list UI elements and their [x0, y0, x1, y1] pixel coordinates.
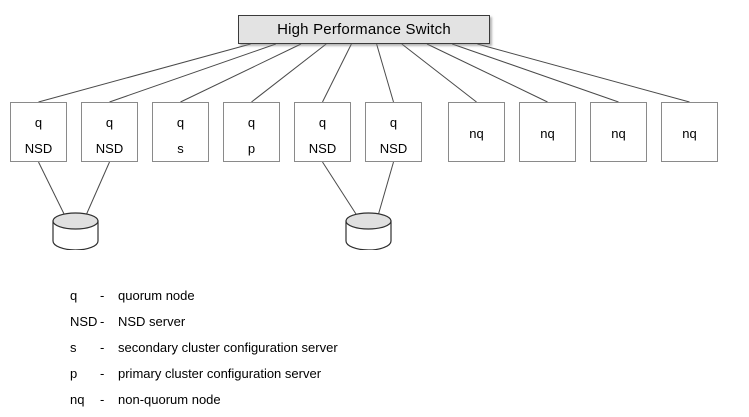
- node-label-primary: nq: [682, 126, 697, 141]
- switch-to-node-9: [452, 43, 619, 103]
- disk-disk-2: [345, 212, 392, 251]
- legend-row: q -quorum node: [70, 288, 338, 314]
- legend-description: primary cluster configuration server: [118, 366, 322, 381]
- legend-key: p: [70, 366, 78, 381]
- node-label-primary: q: [34, 115, 43, 130]
- legend-dash: -: [100, 288, 105, 303]
- legend-description: quorum node: [118, 288, 195, 303]
- high-performance-switch: High Performance Switch: [238, 15, 490, 44]
- legend-row: p -primary cluster configuration server: [70, 366, 338, 392]
- node-box-node-10: nq: [661, 102, 718, 162]
- node-label-primary: nq: [469, 126, 484, 141]
- node-label-secondary: NSD: [24, 141, 53, 156]
- switch-to-node-8: [426, 43, 548, 103]
- legend-key: q: [70, 288, 78, 303]
- node-label-primary: nq: [540, 126, 555, 141]
- switch-to-node-3: [180, 43, 302, 103]
- legend-description: non-quorum node: [118, 392, 221, 407]
- legend-dash: -: [100, 314, 105, 329]
- node-box-node-9: nq: [590, 102, 647, 162]
- switch-to-node-6: [376, 43, 394, 103]
- switch-to-node-1: [38, 43, 251, 103]
- legend-dash: -: [100, 340, 105, 355]
- switch-to-node-7: [401, 43, 477, 103]
- switch-to-node-2: [109, 43, 276, 103]
- node-label-secondary: s: [177, 141, 184, 156]
- legend-row: nq-non-quorum node: [70, 392, 338, 417]
- node-box-node-8: nq: [519, 102, 576, 162]
- switch-to-node-4: [251, 43, 327, 103]
- legend-row: s -secondary cluster configuration server: [70, 340, 338, 366]
- legend-key: NSD: [70, 314, 98, 329]
- node-label-primary: q: [176, 115, 185, 130]
- legend-key: s: [70, 340, 77, 355]
- legend-dash: -: [100, 366, 105, 381]
- switch-label: High Performance Switch: [277, 21, 451, 38]
- node-label-primary: q: [318, 115, 327, 130]
- node-label-secondary: NSD: [95, 141, 124, 156]
- legend-row: NSD-NSD server: [70, 314, 338, 340]
- node-label-secondary: NSD: [379, 141, 408, 156]
- legend-key: nq: [70, 392, 85, 407]
- legend-description: NSD server: [118, 314, 186, 329]
- legend-description: secondary cluster configuration server: [118, 340, 338, 355]
- node-label-secondary: NSD: [308, 141, 337, 156]
- node-label-primary: nq: [611, 126, 626, 141]
- node-label-primary: q: [389, 115, 398, 130]
- legend-dash: -: [100, 392, 105, 407]
- node-box-node-7: nq: [448, 102, 505, 162]
- disk-disk-1: [52, 212, 99, 251]
- node-label-secondary: p: [247, 141, 256, 156]
- node-label-primary: q: [105, 115, 114, 130]
- switch-to-node-5: [322, 43, 352, 103]
- node-label-primary: q: [247, 115, 256, 130]
- switch-to-node-10: [477, 43, 690, 103]
